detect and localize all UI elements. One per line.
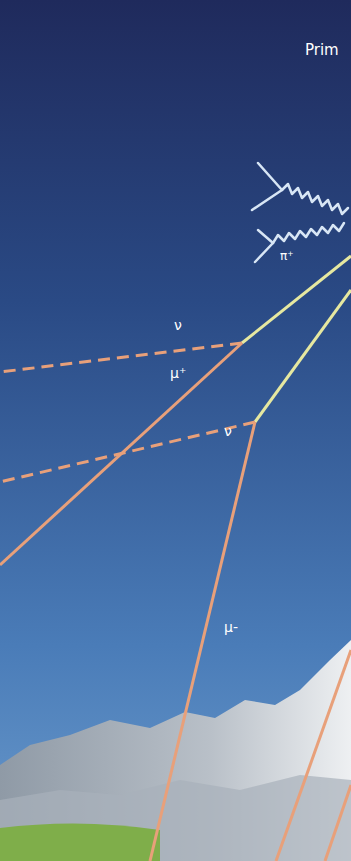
particle-label: π⁺ (280, 250, 294, 263)
pion-track (242, 256, 351, 343)
muon-track (150, 422, 255, 861)
shower-lines (252, 163, 348, 262)
muon-track (0, 343, 242, 565)
neutrino-track (0, 343, 242, 372)
particle-label: μ⁺ (170, 366, 186, 381)
grass (0, 823, 160, 861)
particle-label: μ- (224, 620, 238, 635)
muon-track (325, 785, 351, 861)
muon-track (276, 650, 351, 861)
mountain-foreground (0, 775, 351, 861)
heading-label: Prim (305, 42, 339, 59)
particle-label: ν (174, 318, 182, 333)
particle-label: ν (224, 424, 232, 439)
pion-track (255, 290, 351, 422)
neutrino-track (0, 422, 255, 482)
